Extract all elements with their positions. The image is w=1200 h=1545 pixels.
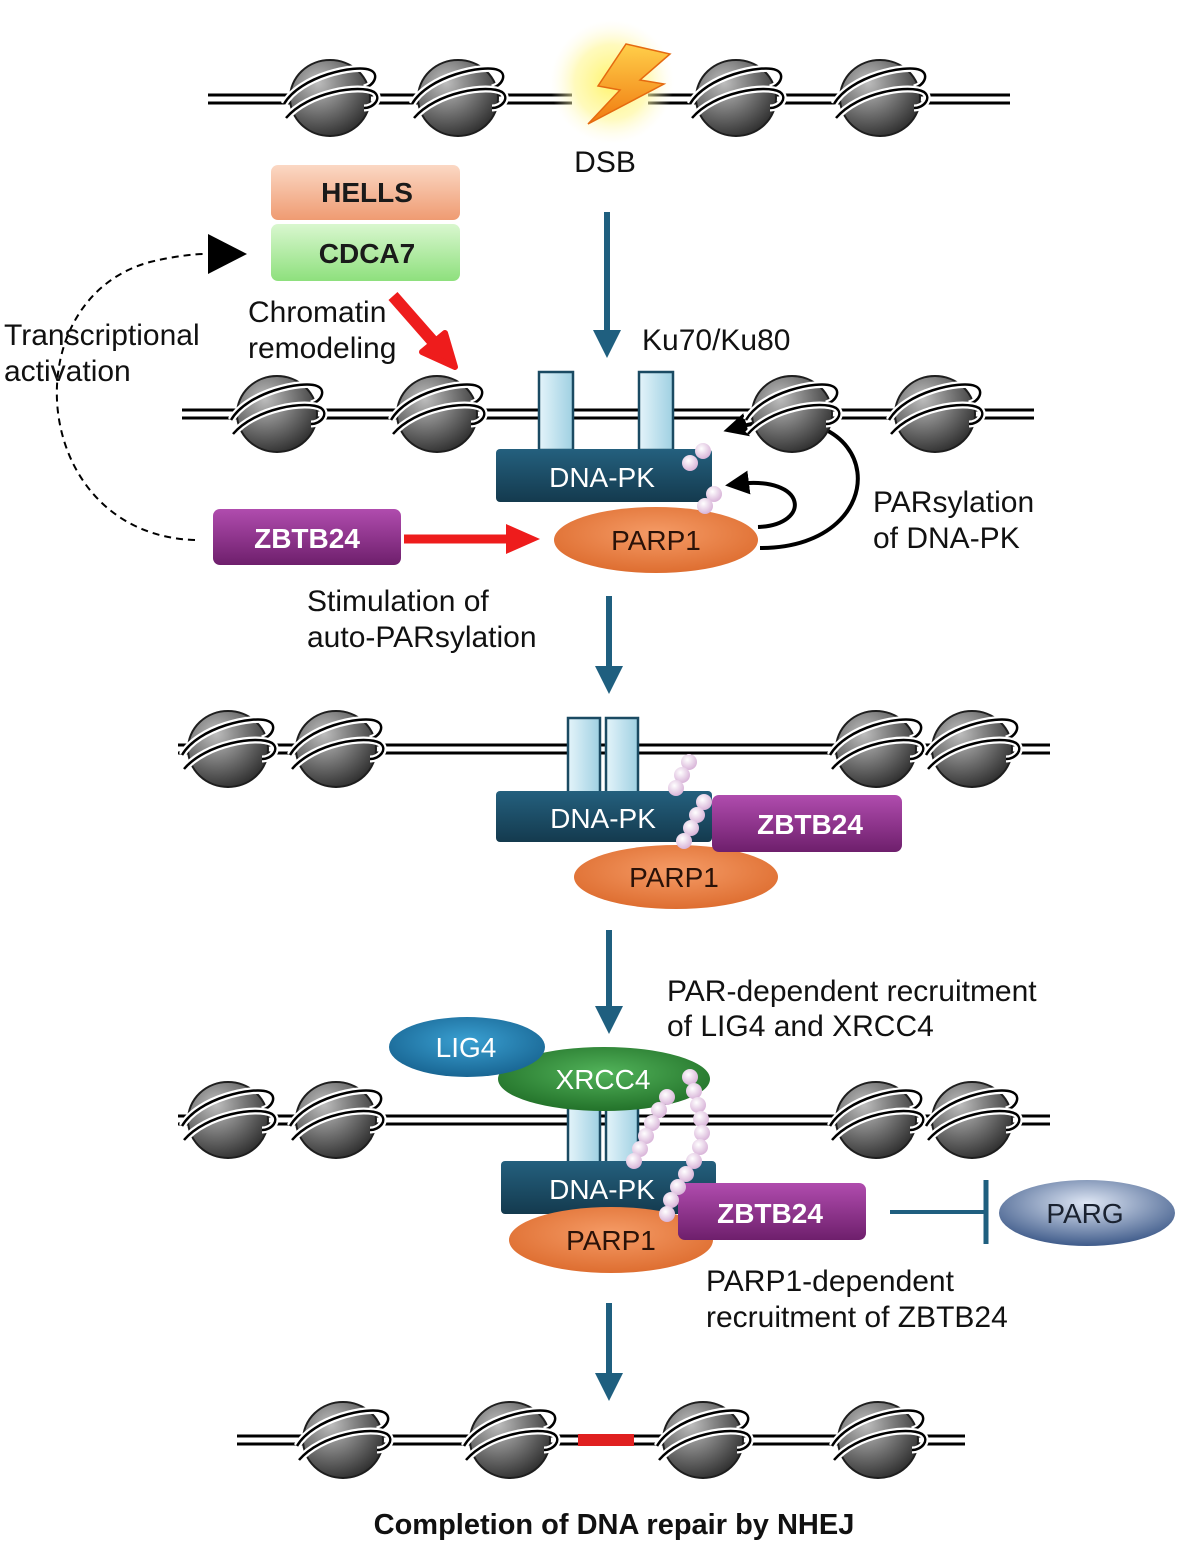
par-chain-step2 xyxy=(682,443,722,514)
parp1-step3: PARP1 xyxy=(574,845,778,909)
xrcc4-label: XRCC4 xyxy=(556,1064,651,1095)
nucleosome xyxy=(178,1081,279,1159)
nucleosome xyxy=(408,59,509,137)
zbtb24-label: ZBTB24 xyxy=(717,1198,823,1229)
parp1-label: PARP1 xyxy=(629,862,719,893)
flow-arrow-2 xyxy=(595,596,623,694)
par-chain-step4 xyxy=(626,1069,710,1222)
recruit-lig-label-line2: of LIG4 and XRCC4 xyxy=(667,1010,934,1043)
lig4-label: LIG4 xyxy=(436,1032,497,1063)
zbtb24-label: ZBTB24 xyxy=(757,809,863,840)
nucleosome xyxy=(742,375,843,453)
dsb-label: DSB xyxy=(574,146,636,179)
xrcc4: XRCC4 xyxy=(498,1047,710,1111)
stimulation-label-line2: auto-PARsylation xyxy=(307,621,537,654)
nucleosome xyxy=(828,1401,929,1479)
nucleosome xyxy=(286,710,387,788)
parp1-label: PARP1 xyxy=(566,1225,656,1256)
ku-pair-step3 xyxy=(566,716,640,798)
parp1-step4: PARP1 xyxy=(509,1207,713,1273)
nucleosome-layer xyxy=(178,59,1023,1479)
nucleosome xyxy=(885,375,986,453)
parsylation-label-line1: PARsylation xyxy=(873,486,1034,519)
zbtb24-step2: ZBTB24 xyxy=(213,509,401,565)
lightning-bolt-icon xyxy=(587,43,672,125)
zbtb24-step3: ZBTB24 xyxy=(712,795,902,852)
completion-label: Completion of DNA repair by NHEJ xyxy=(374,1509,855,1541)
hells-box: HELLS xyxy=(271,165,460,220)
transcriptional-label-line1: Transcriptional xyxy=(4,319,200,352)
ku-left xyxy=(537,370,575,452)
nucleosome xyxy=(922,1081,1023,1159)
parg: PARG xyxy=(999,1180,1175,1246)
parg-label: PARG xyxy=(1046,1198,1123,1229)
ku-label: Ku70/Ku80 xyxy=(642,324,790,357)
nucleosome xyxy=(830,59,931,137)
parsylation-label-line2: of DNA-PK xyxy=(873,522,1020,555)
nucleosome xyxy=(178,710,279,788)
cdca7-box: CDCA7 xyxy=(271,224,460,281)
transcriptional-activation-arc xyxy=(55,253,206,541)
zbtb24-label: ZBTB24 xyxy=(254,523,360,554)
parg-inhibition-bar xyxy=(890,1180,989,1244)
dnapk-step2: DNA-PK xyxy=(496,449,712,502)
nucleosome xyxy=(387,375,488,453)
nucleosome xyxy=(653,1401,754,1479)
nucleosome xyxy=(286,1081,387,1159)
recruit-lig-label-line1: PAR-dependent recruitment xyxy=(667,975,1037,1008)
chromatin-label-line1: Chromatin xyxy=(248,296,386,329)
dnapk-step4: DNA-PK xyxy=(501,1161,716,1214)
nucleosome xyxy=(826,1081,927,1159)
dnapk-label: DNA-PK xyxy=(550,803,656,834)
nucleosome xyxy=(293,1401,394,1479)
chromatin-label-line2: remodeling xyxy=(248,332,396,365)
nucleosome xyxy=(922,710,1023,788)
hells-label: HELLS xyxy=(321,177,413,208)
recruit-zbtb-label-line2: recruitment of ZBTB24 xyxy=(706,1301,1008,1334)
nucleosome xyxy=(280,59,381,137)
auto-parsylation-arrow xyxy=(725,470,797,529)
nucleosome xyxy=(826,710,927,788)
nucleosome xyxy=(227,375,328,453)
nucleosome xyxy=(686,59,787,137)
parp1-step2: PARP1 xyxy=(554,507,758,573)
par-chain-step3 xyxy=(668,754,712,849)
dnapk-label: DNA-PK xyxy=(549,462,655,493)
nucleosome xyxy=(460,1401,561,1479)
chromatin-remodeling-arrow xyxy=(388,292,458,370)
ku-right xyxy=(637,370,675,452)
zbtb24-step4: ZBTB24 xyxy=(678,1183,866,1240)
lig4: LIG4 xyxy=(389,1017,545,1077)
recruit-zbtb-label-line1: PARP1-dependent xyxy=(706,1265,955,1298)
flow-arrow-1 xyxy=(593,212,621,358)
stimulation-arrow xyxy=(404,524,540,554)
flow-arrow-3 xyxy=(595,930,623,1034)
cdca7-label: CDCA7 xyxy=(319,238,415,269)
flow-arrow-4 xyxy=(595,1303,623,1401)
dnapk-step3: DNA-PK xyxy=(496,791,712,842)
ligation-mark xyxy=(578,1434,634,1446)
transcriptional-activation-arrowhead xyxy=(208,234,247,274)
parp1-label: PARP1 xyxy=(611,525,701,556)
transcriptional-label-line2: activation xyxy=(4,355,131,388)
stimulation-label-line1: Stimulation of xyxy=(307,585,489,618)
dnapk-label: DNA-PK xyxy=(549,1174,655,1205)
